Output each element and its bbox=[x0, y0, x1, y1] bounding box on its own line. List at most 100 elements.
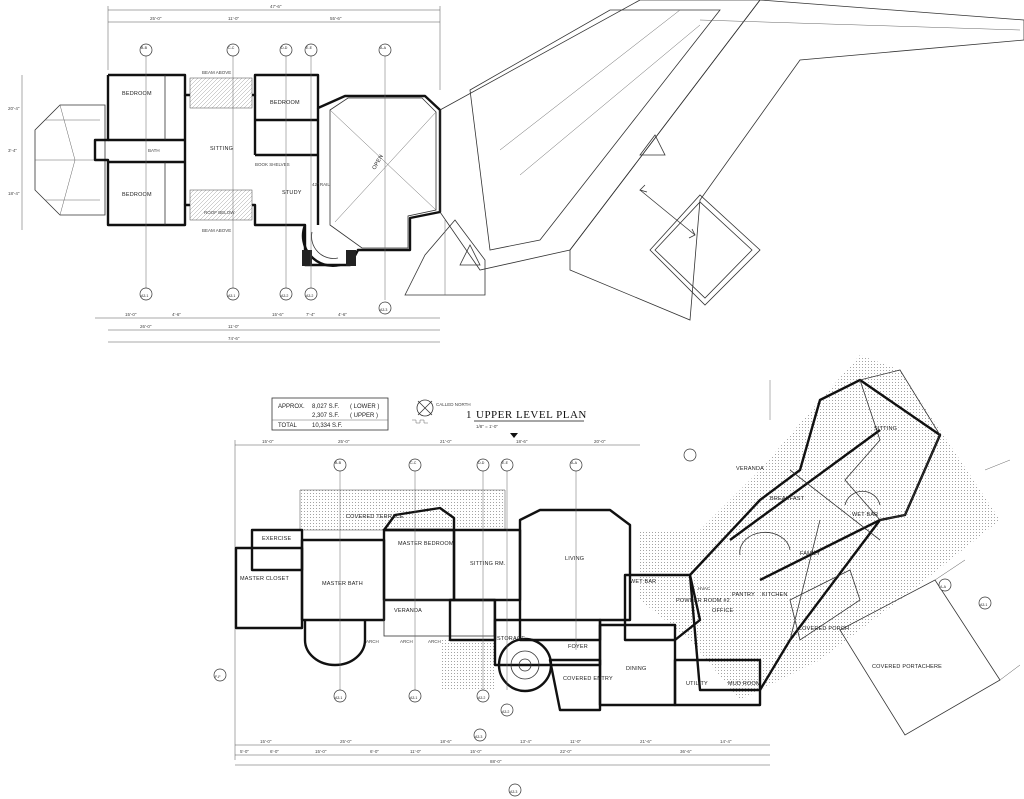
main-ref-6: A3.3 bbox=[510, 790, 517, 794]
upper-dim-bottom-1: 15'-0" bbox=[125, 312, 137, 317]
upper-marker-3: D-D bbox=[281, 46, 288, 50]
arch-a-label: ARCH bbox=[366, 639, 379, 644]
main-dim-bottom2-5: 11'-0" bbox=[410, 749, 422, 754]
upper-beam-above-a-label: BEAM ABOVE bbox=[202, 70, 231, 75]
main-marker-2: C-C bbox=[410, 461, 417, 465]
upper-ref-4: A3.2 bbox=[306, 294, 313, 298]
main-level-plan: 15'-0" 25'-0" 21'-0" 18'-6" 20'-0" bbox=[213, 355, 1021, 797]
living-label: LIVING bbox=[565, 556, 584, 562]
upper-marker-4: E-E bbox=[306, 46, 313, 50]
upper-dim-bottom2-1: 26'-0" bbox=[140, 324, 152, 329]
north-label: CALLED NORTH bbox=[436, 402, 471, 407]
main-overall-dim: 88'-0" bbox=[490, 759, 502, 764]
main-dim-bottom2-4: 6'-0" bbox=[370, 749, 379, 754]
dining-label: DINING bbox=[626, 666, 646, 672]
main-dim-bottom-2: 25'-0" bbox=[340, 739, 352, 744]
exercise-label: EXERCISE bbox=[262, 536, 292, 542]
title-scale: 1/8" = 1'-0" bbox=[476, 424, 498, 429]
upper-roof-below-label: ROOF BELOW bbox=[204, 210, 235, 215]
upper-dim-bottom2-2: 11'-0" bbox=[228, 324, 240, 329]
sitting-rm-label: SITTING RM. bbox=[470, 561, 506, 567]
upper-dim-bottom-3: 15'-6" bbox=[272, 312, 284, 317]
covered-terrace-label: COVERED TERRACE bbox=[346, 514, 404, 520]
area-row1-value: 8,027 S.F. bbox=[312, 404, 339, 410]
sitting-label: SITTING bbox=[874, 426, 897, 432]
upper-rail-label: 42" RAIL bbox=[312, 182, 330, 187]
upper-dim-left-1: 20'-4" bbox=[8, 106, 20, 111]
main-ref-2: A3.1 bbox=[410, 696, 417, 700]
wet-bar-b-label: WET BAR bbox=[852, 512, 878, 518]
upper-ref-1: A3.1 bbox=[141, 294, 148, 298]
roof-plan bbox=[404, 0, 1024, 321]
main-ref-1: A3.1 bbox=[335, 696, 342, 700]
main-dim-bottom2-7: 22'-0" bbox=[560, 749, 572, 754]
main-dim-top-3: 21'-0" bbox=[440, 439, 452, 444]
title-number: 1 bbox=[466, 409, 472, 421]
upper-open-label: OPEN bbox=[372, 154, 385, 171]
main-dim-bottom-1: 15'-0" bbox=[260, 739, 272, 744]
area-row2-value: 2,307 S.F. bbox=[312, 413, 339, 419]
upper-dim-top-3: 55'-6" bbox=[330, 16, 342, 21]
storage-label: STORAGE bbox=[497, 636, 525, 642]
area-row1-label: APPROX. bbox=[278, 404, 305, 410]
upper-marker-2: C-C bbox=[228, 46, 235, 50]
main-side-marker-2: A-A bbox=[940, 585, 947, 589]
main-grid-lines: B-B C-C D-D E-E A-A A3.1 A3.1 A3.2 A3.2 … bbox=[213, 448, 992, 797]
main-dim-top-1: 15'-0" bbox=[262, 439, 274, 444]
upper-overall-dim: 47'-6" bbox=[270, 4, 282, 9]
upper-marker-1: B-B bbox=[141, 46, 148, 50]
title-text: UPPER LEVEL PLAN bbox=[476, 409, 587, 421]
office-label: OFFICE bbox=[712, 608, 733, 614]
breakfast-label: BREAKFAST bbox=[770, 496, 805, 502]
veranda-a-label: VERANDA bbox=[394, 608, 422, 614]
area-total-value: 10,334 S.F. bbox=[312, 423, 343, 429]
area-row2-level: ( UPPER ) bbox=[350, 413, 378, 419]
foyer-label: FOYER bbox=[568, 644, 588, 650]
upper-ref-2: A3.1 bbox=[228, 294, 235, 298]
upper-dim-bottom-4: 7'-4" bbox=[306, 312, 315, 317]
utility-label: UTILITY bbox=[686, 681, 708, 687]
upper-dim-top-2: 11'-0" bbox=[228, 16, 240, 21]
main-side-ref: A3.1 bbox=[980, 603, 987, 607]
main-marker-1: B-B bbox=[335, 461, 342, 465]
upper-sitting-label: SITTING bbox=[210, 146, 233, 152]
main-ref-5: A3.3 bbox=[475, 735, 482, 739]
kitchen-label: KITCHEN bbox=[762, 592, 788, 598]
area-row1-level: ( LOWER ) bbox=[350, 404, 379, 410]
main-dim-bottom2-1: 5'-0" bbox=[240, 749, 249, 754]
upper-ref-5: A3.3 bbox=[380, 308, 387, 312]
covered-portachere-label: COVERED PORTACHERE bbox=[872, 664, 942, 670]
upper-bedroom-a-label: BEDROOM bbox=[122, 91, 152, 97]
upper-bedroom-c-label: BEDROOM bbox=[270, 100, 300, 106]
upper-ref-3: A3.2 bbox=[281, 294, 288, 298]
upper-bedroom-b-label: BEDROOM bbox=[122, 192, 152, 198]
upper-grid-lines: B-B C-C D-D E-E A-A A3.1 A3.1 A3.2 A3.2 … bbox=[139, 43, 392, 315]
main-dim-top-4: 18'-6" bbox=[516, 439, 528, 444]
upper-beam-above-b-label: BEAM ABOVE bbox=[202, 228, 231, 233]
upper-marker-5: A-A bbox=[380, 46, 387, 50]
mud-room-label: MUD ROOM bbox=[728, 681, 761, 687]
upper-book-shelves-label: BOOK SHELVES bbox=[255, 162, 290, 167]
main-ref-4: A3.2 bbox=[502, 710, 509, 714]
main-dim-bottom2-6: 15'-0" bbox=[470, 749, 482, 754]
arch-b-label: ARCH bbox=[400, 639, 413, 644]
upper-dim-left-2: 3'-4" bbox=[8, 148, 17, 153]
upper-dim-top-1: 25'-0" bbox=[150, 16, 162, 21]
north-arrow: CALLED NORTH bbox=[412, 399, 471, 424]
main-dim-bottom2-3: 15'-0" bbox=[315, 749, 327, 754]
area-total-label: TOTAL bbox=[278, 423, 297, 429]
main-dim-bottom-7: 14'-4" bbox=[720, 739, 732, 744]
main-marker-4: E-E bbox=[502, 461, 509, 465]
master-closet-label: MASTER CLOSET bbox=[240, 576, 289, 582]
main-dim-bottom-4: 13'-4" bbox=[520, 739, 532, 744]
main-dim-top-2: 25'-0" bbox=[338, 439, 350, 444]
main-side-marker-1: F-F bbox=[215, 675, 221, 679]
upper-dim-bottom-overall: 74'-6" bbox=[228, 336, 240, 341]
plan-title: 1 UPPER LEVEL PLAN 1/8" = 1'-0" bbox=[466, 409, 587, 438]
main-marker-5: A-A bbox=[571, 461, 578, 465]
wet-bar-a-label: WET BAR bbox=[630, 579, 656, 585]
covered-porch-label: COVERED PORCH bbox=[798, 626, 849, 632]
main-dim-bottom2-2: 6'-0" bbox=[270, 749, 279, 754]
main-dim-top-5: 20'-0" bbox=[594, 439, 606, 444]
upper-level-plan: 47'-6" 25'-0" 11'-0" 55'-6" 20'-4" 3'-4"… bbox=[8, 4, 442, 343]
